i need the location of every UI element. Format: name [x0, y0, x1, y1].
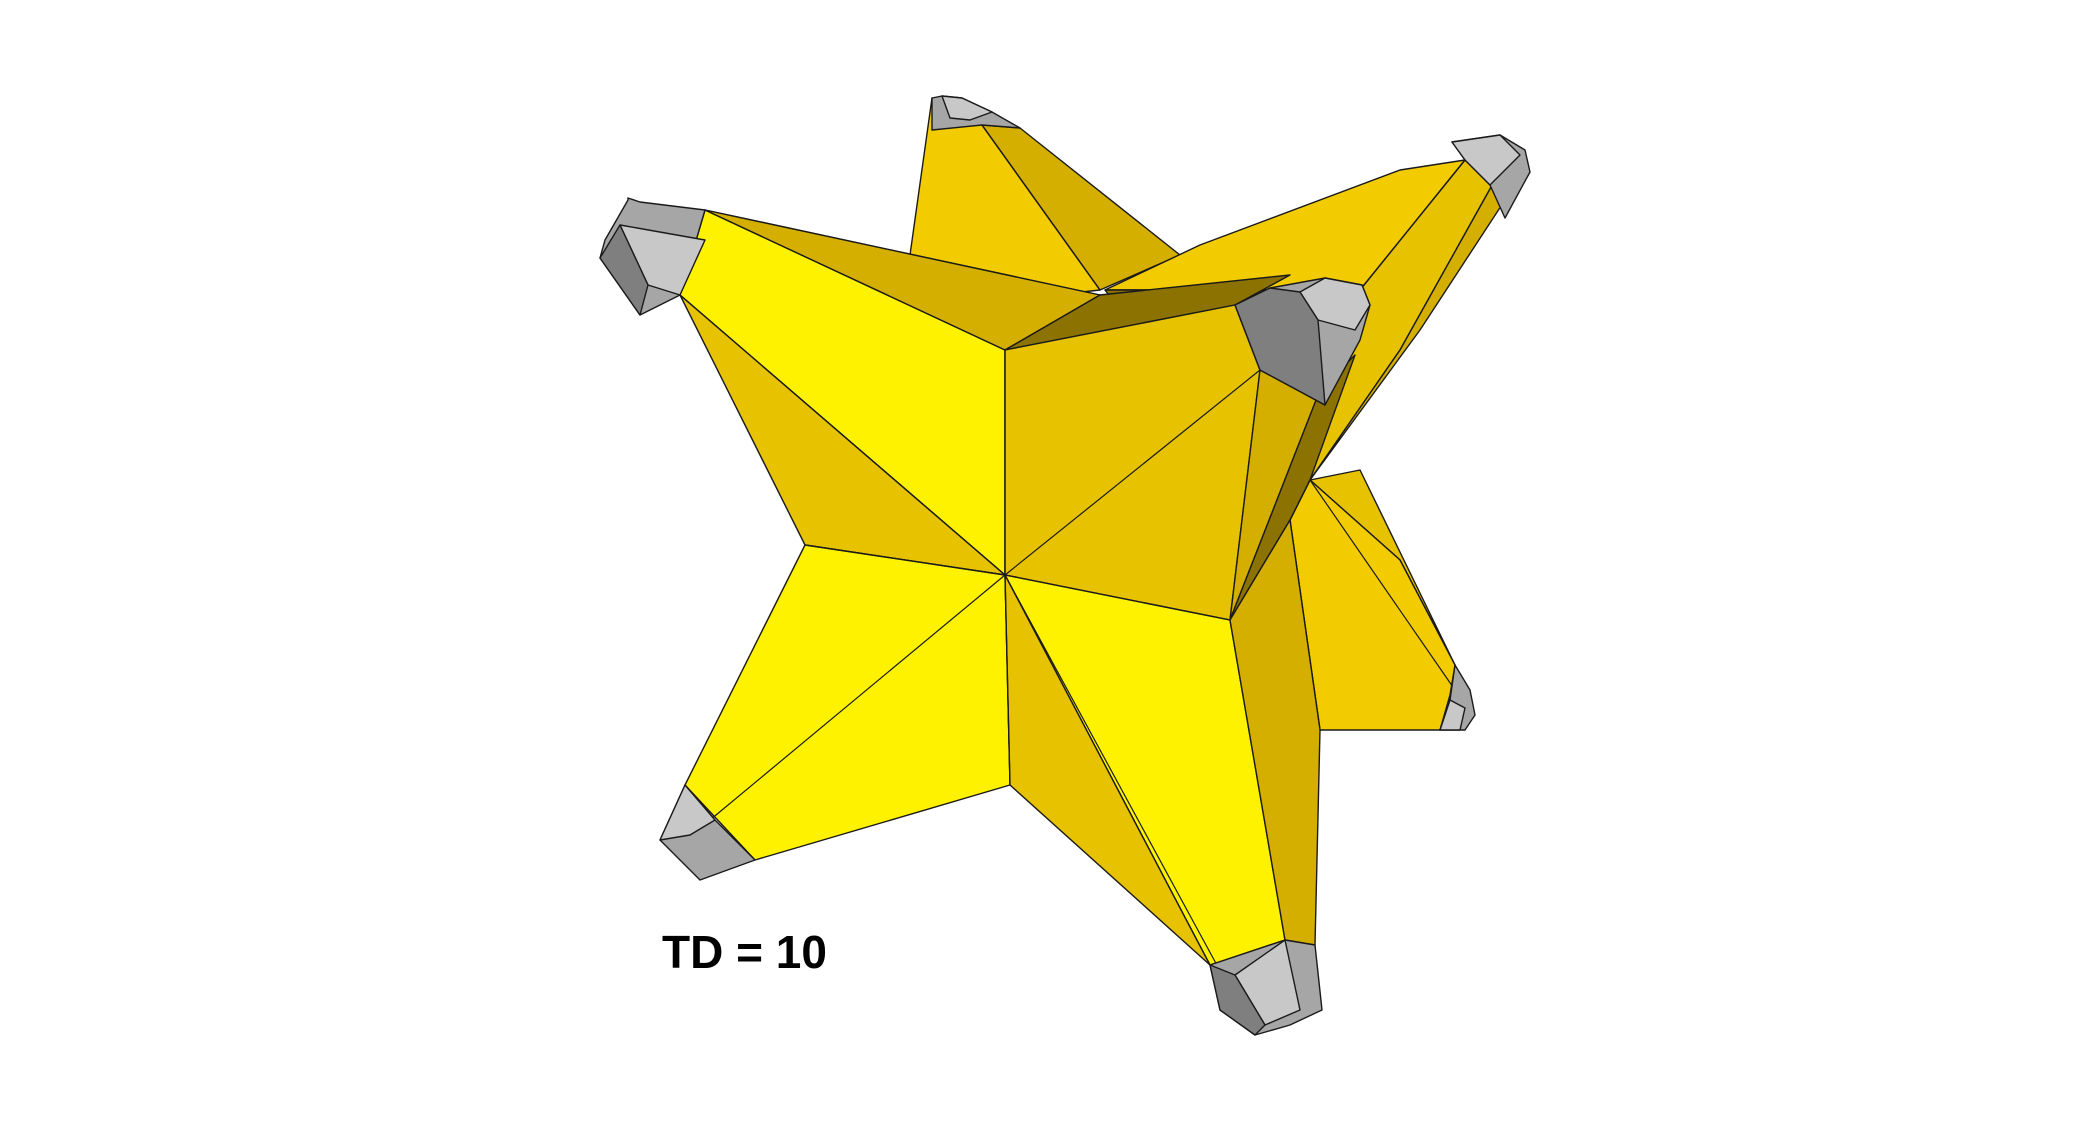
td-label: TD = 10: [662, 926, 827, 978]
tip-lower-left-light: [659, 784, 716, 841]
centre-edges: [804, 350, 1231, 786]
tip-upper-left-dark: [599, 224, 649, 316]
face-lower-right-side: [1229, 519, 1321, 946]
tip-right-lower-light: [1439, 699, 1466, 731]
face-right-upper-under: [1309, 179, 1506, 481]
star-arm-top-back: [909, 95, 1181, 301]
face-lower-left-bright: [684, 544, 1011, 861]
tip-top-back-light: [941, 95, 993, 121]
star-arm-upper-left: [599, 197, 1101, 576]
face-upper-right-main: [1004, 304, 1261, 621]
tip-right-upper-light: [1451, 134, 1521, 186]
tip-lower-right-dark: [1209, 964, 1266, 1036]
star-arm-lower-left: [659, 544, 1011, 881]
star-arm-upper-right: [1004, 274, 1371, 621]
tip-upper-right-dark: [1234, 287, 1326, 406]
